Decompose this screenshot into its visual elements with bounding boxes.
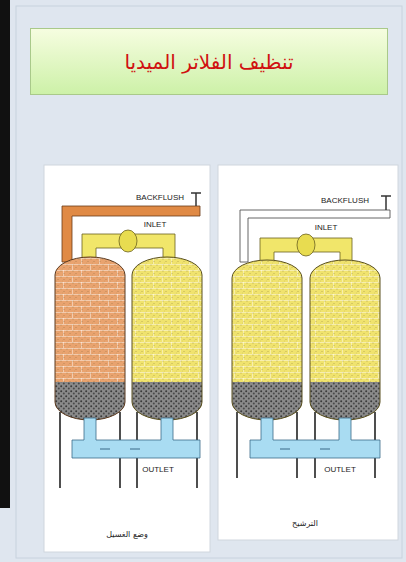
- side-bar: [0, 0, 10, 508]
- filtration-panel: [218, 165, 398, 540]
- backflush-pipe: [240, 210, 390, 262]
- pipe-label: OUTLET: [142, 466, 174, 474]
- pipe-label: INLET: [144, 221, 167, 229]
- filter-tank: [55, 257, 125, 420]
- outlet-pipe: [72, 418, 200, 458]
- filter-tank: [310, 260, 380, 420]
- pipe-label: BACKFLUSH: [321, 197, 369, 205]
- pipe-label: INLET: [315, 224, 338, 232]
- title-text: تنظيف الفلاتر الميديا: [124, 50, 293, 74]
- filter-tank: [232, 260, 302, 420]
- caption-label: الترشيح: [292, 520, 318, 528]
- backflush-pipe: [62, 206, 200, 262]
- backwash-panel: [44, 165, 210, 552]
- title-box: تنظيف الفلاتر الميديا: [30, 28, 388, 95]
- pipe-label: BACKFLUSH: [136, 194, 184, 202]
- outlet-pipe: [250, 418, 380, 458]
- caption-label: وضع الغسيل: [106, 531, 148, 539]
- filter-tank: [132, 257, 202, 420]
- inlet-valve: [297, 234, 315, 256]
- pipe-label: OUTLET: [324, 466, 356, 474]
- inlet-valve: [119, 230, 137, 252]
